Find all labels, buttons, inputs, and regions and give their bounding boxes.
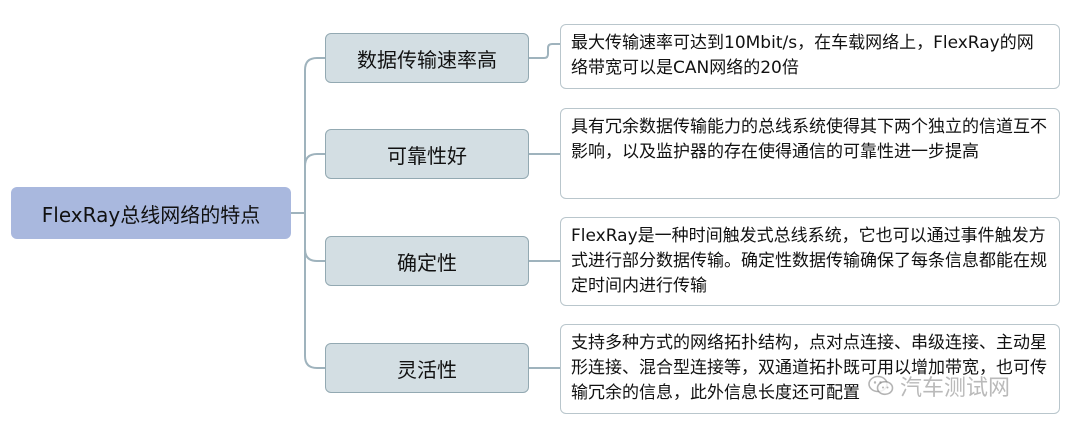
root-node: FlexRay总线网络的特点 [11, 187, 291, 239]
connector-branch-2 [304, 153, 325, 213]
feature-description-4: 支持多种方式的网络拓扑结构，点对点连接、串级连接、主动星形连接、混合型连接等，双… [560, 324, 1060, 414]
connector-desc-1 [529, 43, 560, 59]
feature-node-3: 确定性 [325, 236, 529, 286]
feature-node-1: 数据传输速率高 [325, 33, 529, 83]
description-text: 具有冗余数据传输能力的总线系统使得其下两个独立的信道互不影响，以及监护器的存在使… [571, 117, 1047, 162]
root-label: FlexRay总线网络的特点 [41, 202, 261, 227]
connector-branch-3 [304, 213, 325, 262]
feature-description-2: 具有冗余数据传输能力的总线系统使得其下两个独立的信道互不影响，以及监护器的存在使… [560, 108, 1060, 199]
feature-node-4: 灵活性 [325, 343, 529, 393]
watermark: 汽车测试网 [868, 370, 1010, 402]
feature-node-2: 可靠性好 [325, 129, 529, 179]
description-text: 支持多种方式的网络拓扑结构，点对点连接、串级连接、主动星形连接、混合型连接等，双… [571, 333, 1047, 403]
watermark-text: 汽车测试网 [900, 376, 1011, 401]
feature-title: 确定性 [397, 250, 457, 275]
connector-branch-4 [304, 213, 325, 369]
description-text: 最大传输速率可达到10Mbit/s，在车载网络上，FlexRay的网络带宽可以是… [571, 33, 1034, 78]
feature-description-1: 最大传输速率可达到10Mbit/s，在车载网络上，FlexRay的网络带宽可以是… [560, 24, 1060, 89]
feature-title: 数据传输速率高 [357, 47, 497, 72]
feature-description-3: FlexRay是一种时间触发式总线系统，它也可以通过事件触发方式进行部分数据传输… [560, 217, 1060, 306]
feature-title: 可靠性好 [387, 143, 467, 168]
feature-title: 灵活性 [397, 357, 457, 382]
connector-branch-1 [304, 57, 325, 213]
wechat-icon [868, 375, 894, 397]
description-text: FlexRay是一种时间触发式总线系统，它也可以通过事件触发方式进行部分数据传输… [571, 226, 1047, 296]
